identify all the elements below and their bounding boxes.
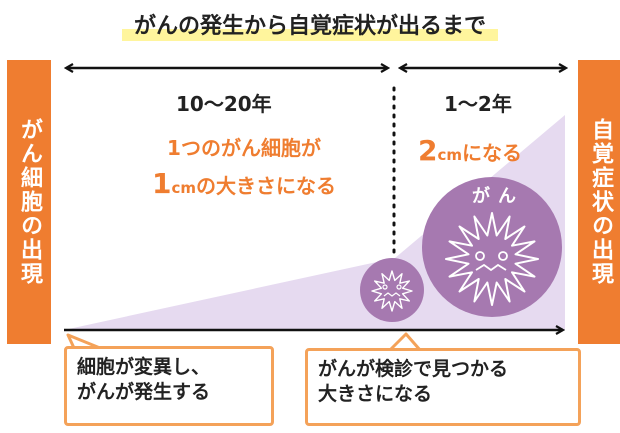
callout-right-line1: がんが検診で見つかる <box>318 358 509 380</box>
callout-right: がんが検診で見つかる 大きさになる <box>305 348 581 426</box>
growth1-line2: 1cmの大きさになる <box>114 163 374 205</box>
cancer-label: がん <box>472 186 524 207</box>
callout-left-line1: 細胞が変異し、 <box>77 356 211 378</box>
growth2-num: 2 <box>418 134 438 167</box>
growth1-unit: cm <box>171 179 196 197</box>
callout-left-line2: がんが発生する <box>77 380 211 403</box>
growth2-text: 2cmになる <box>418 130 522 172</box>
cancer-cell-appearance-bar: がん細胞の出現 <box>7 60 51 344</box>
callout-right-pointer <box>388 332 422 352</box>
growth2-unit: cm <box>437 146 463 164</box>
large-cancer-cell-icon <box>422 177 562 317</box>
period1-label: 10〜20年 <box>176 92 272 116</box>
callout-left: 細胞が変異し、 がんが発生する <box>64 346 274 426</box>
growth1-line1: 1つのがん細胞が <box>167 136 321 160</box>
symptom-appearance-bar: 自覚症状の出現 <box>578 60 620 344</box>
growth1-rest: の大きさになる <box>196 174 336 198</box>
left-bar-label: がん細胞の出現 <box>17 118 42 286</box>
diagram-title: がんの発生から自覚症状が出るまで <box>0 8 620 41</box>
period2-label: 1〜2年 <box>444 92 512 116</box>
growth1-text: 1つのがん細胞が 1cmの大きさになる <box>114 133 374 205</box>
growth2-rest: になる <box>462 141 523 165</box>
right-bar-label: 自覚症状の出現 <box>588 118 613 286</box>
callout-left-pointer <box>66 333 101 350</box>
growth1-num: 1 <box>151 167 172 200</box>
small-cancer-cell-icon <box>360 258 424 322</box>
callout-right-line2: 大きさになる <box>318 382 433 405</box>
